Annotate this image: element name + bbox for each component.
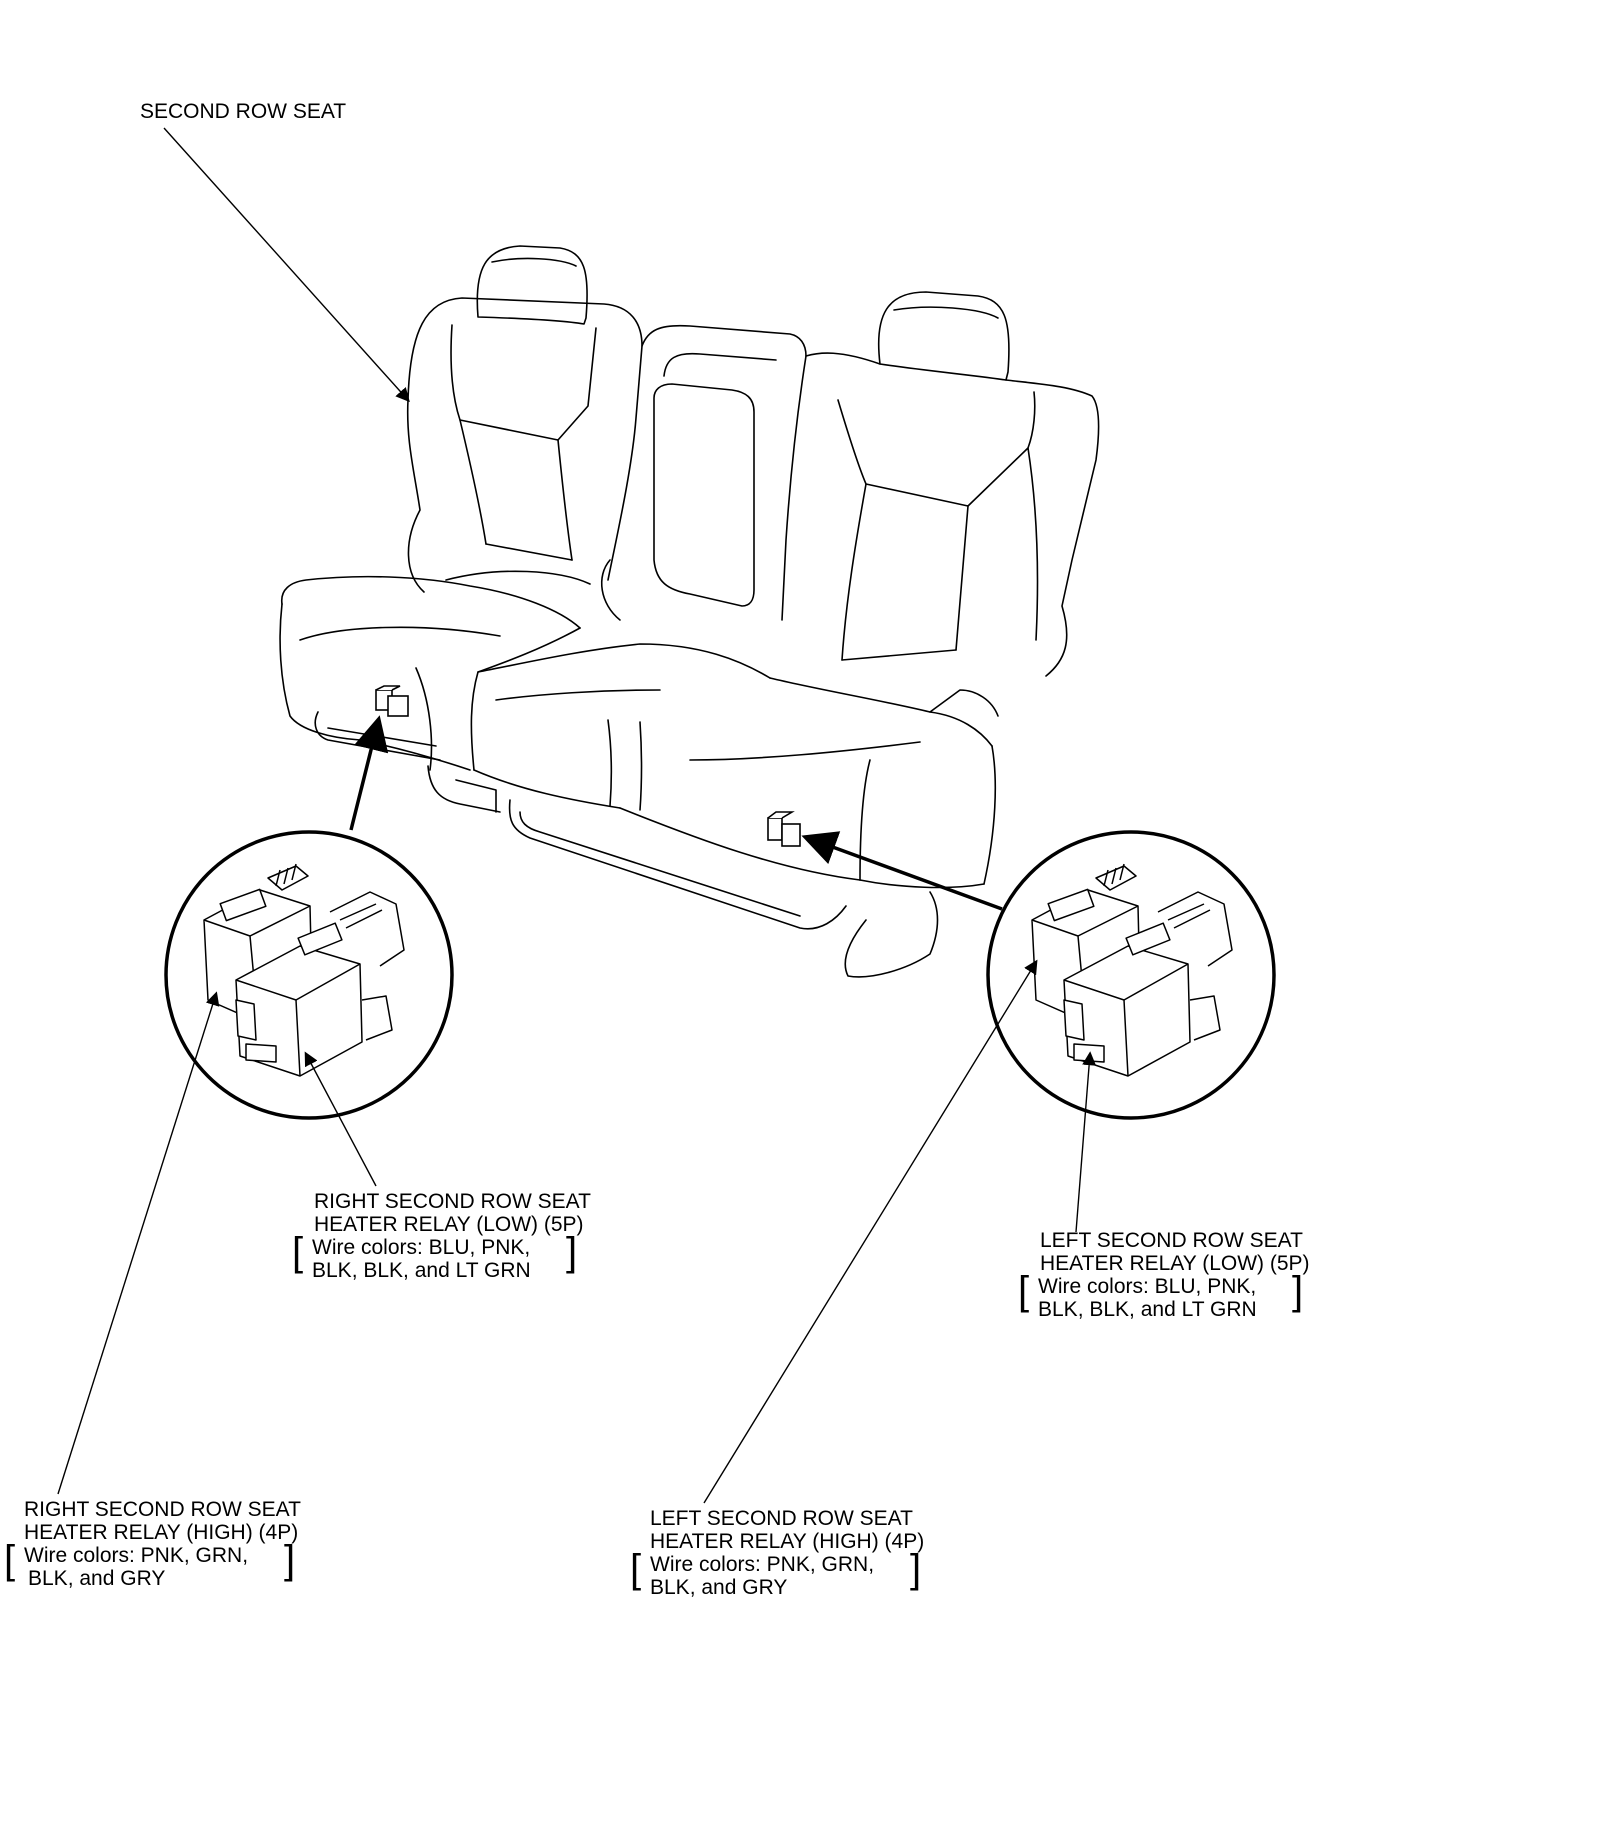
right-low-bracket-close: ] [566, 1230, 578, 1274]
right-low-wire-colors-2: BLK, BLK, and LT GRN [312, 1259, 531, 1282]
left-high-relay-title-2: HEATER RELAY (HIGH) (4P) [650, 1530, 925, 1553]
left-high-bracket-open: [ [630, 1547, 642, 1591]
left-high-wire-colors-1: Wire colors: PNK, GRN, [650, 1553, 875, 1576]
right-high-relay-title-1: RIGHT SECOND ROW SEAT [24, 1498, 301, 1521]
left-high-relay-title-1: LEFT SECOND ROW SEAT [650, 1507, 913, 1530]
right-high-wire-colors-2: BLK, and GRY [28, 1567, 166, 1590]
left-high-wire-colors-2: BLK, and GRY [650, 1576, 788, 1599]
left-connector-location [767, 811, 801, 847]
right-high-wire-colors-1: Wire colors: PNK, GRN, [24, 1544, 249, 1567]
right-low-relay-title-1: RIGHT SECOND ROW SEAT [314, 1190, 591, 1213]
left-low-bracket-open: [ [1018, 1269, 1030, 1313]
left-relay-detail-circle [986, 830, 1276, 1120]
left-low-wire-colors-2: BLK, BLK, and LT GRN [1038, 1298, 1257, 1321]
second-row-seat-label: SECOND ROW SEAT [140, 100, 347, 123]
left-low-wire-colors-1: Wire colors: BLU, PNK, [1038, 1275, 1257, 1298]
second-row-seat [279, 245, 1100, 978]
right-relay-detail-circle [164, 830, 454, 1120]
left-high-bracket-close: ] [910, 1547, 922, 1591]
left-low-relay-title-1: LEFT SECOND ROW SEAT [1040, 1229, 1303, 1252]
right-low-wire-colors-1: Wire colors: BLU, PNK, [312, 1236, 531, 1259]
leader-lines [57, 127, 1097, 1504]
right-low-bracket-open: [ [292, 1230, 304, 1274]
left-low-bracket-close: ] [1292, 1269, 1304, 1313]
right-connector-location [375, 685, 409, 717]
right-low-relay-title-2: HEATER RELAY (LOW) (5P) [314, 1213, 584, 1236]
right-high-bracket-open: [ [4, 1538, 16, 1582]
right-high-relay-title-2: HEATER RELAY (HIGH) (4P) [24, 1521, 299, 1544]
right-high-bracket-close: ] [284, 1538, 296, 1582]
left-low-relay-title-2: HEATER RELAY (LOW) (5P) [1040, 1252, 1310, 1275]
